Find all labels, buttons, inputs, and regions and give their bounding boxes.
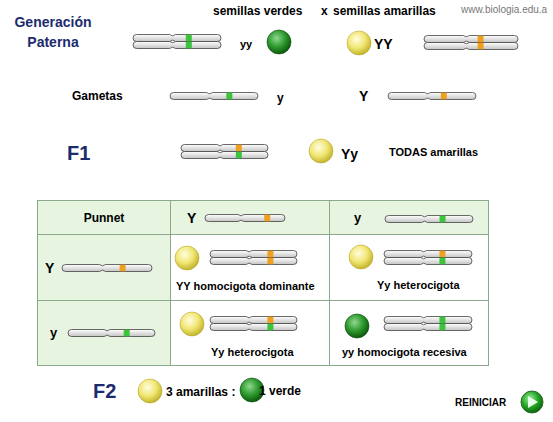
cell-text: yy homocigota recesiva xyxy=(342,346,467,359)
text-label: Gametas xyxy=(72,89,123,103)
punnett-cell: Y xyxy=(170,200,330,235)
punnett-cell: Y xyxy=(37,234,171,301)
cell-text: Y xyxy=(45,259,54,276)
allele-band xyxy=(186,42,192,49)
allele-band xyxy=(478,43,484,50)
punnett-cell: Yy heterocigota xyxy=(329,234,489,301)
chromosome xyxy=(388,93,476,100)
chromatid xyxy=(133,35,221,42)
allele-band xyxy=(478,36,484,43)
seed-circle xyxy=(309,139,333,163)
play-triangle xyxy=(528,396,538,408)
row-heading: Generación Paterna xyxy=(5,12,101,52)
punnett-cell: Yy heterocigota xyxy=(170,300,330,366)
text-label: YY xyxy=(374,36,393,53)
seed-circle xyxy=(138,379,162,403)
cell-text: y xyxy=(354,210,361,226)
chromatid xyxy=(133,42,221,49)
text-label: 1 verde xyxy=(259,384,301,398)
allele-band xyxy=(186,35,192,42)
text-label: semillas verdes xyxy=(213,4,302,18)
cell-text: Yy heterocigota xyxy=(211,346,294,359)
chromatid xyxy=(424,43,518,50)
text-label: y xyxy=(277,91,284,105)
text-label: semillas amarillas xyxy=(333,4,436,18)
punnett-cell: Punnet xyxy=(37,200,171,235)
chromatid xyxy=(424,36,518,43)
cell-text: Punnet xyxy=(84,210,125,224)
text-label: REINICIAR xyxy=(455,397,506,409)
punnett-cell: y xyxy=(329,200,489,235)
watermark: www.biologia.edu.a xyxy=(461,4,547,16)
text-label: Y xyxy=(359,88,368,105)
cell-text: Y xyxy=(187,209,196,226)
chromosome xyxy=(133,35,221,49)
text-label: F1 xyxy=(67,141,90,165)
text-label: F2 xyxy=(93,379,116,403)
chromosome xyxy=(170,93,258,100)
text-label: TODAS amarillas xyxy=(389,146,478,159)
punnett-cell: y xyxy=(37,300,171,366)
text-label: 3 amarillas : xyxy=(166,385,235,399)
chromatid xyxy=(181,145,268,152)
cell-text: YY homocigota dominante xyxy=(176,280,315,293)
cell-text: y xyxy=(50,325,57,341)
seed-circle xyxy=(267,30,291,54)
seed-circle xyxy=(347,31,371,55)
cell-text: Yy heterocigota xyxy=(377,279,460,292)
chromatid xyxy=(388,93,476,100)
allele-band xyxy=(236,152,242,159)
allele-band xyxy=(226,93,232,100)
allele-band xyxy=(441,93,447,100)
punnett-cell: yy homocigota recesiva xyxy=(329,300,489,366)
play-button xyxy=(521,391,543,413)
chromatid xyxy=(181,152,268,159)
chromosome xyxy=(424,36,518,50)
text-label: yy xyxy=(240,38,252,51)
chromatid xyxy=(170,93,258,100)
punnett-cell: YY homocigota dominante xyxy=(170,234,330,301)
text-label: x xyxy=(321,4,328,18)
chromosome xyxy=(181,145,268,159)
text-label: Yy xyxy=(341,146,358,163)
allele-band xyxy=(236,145,242,152)
